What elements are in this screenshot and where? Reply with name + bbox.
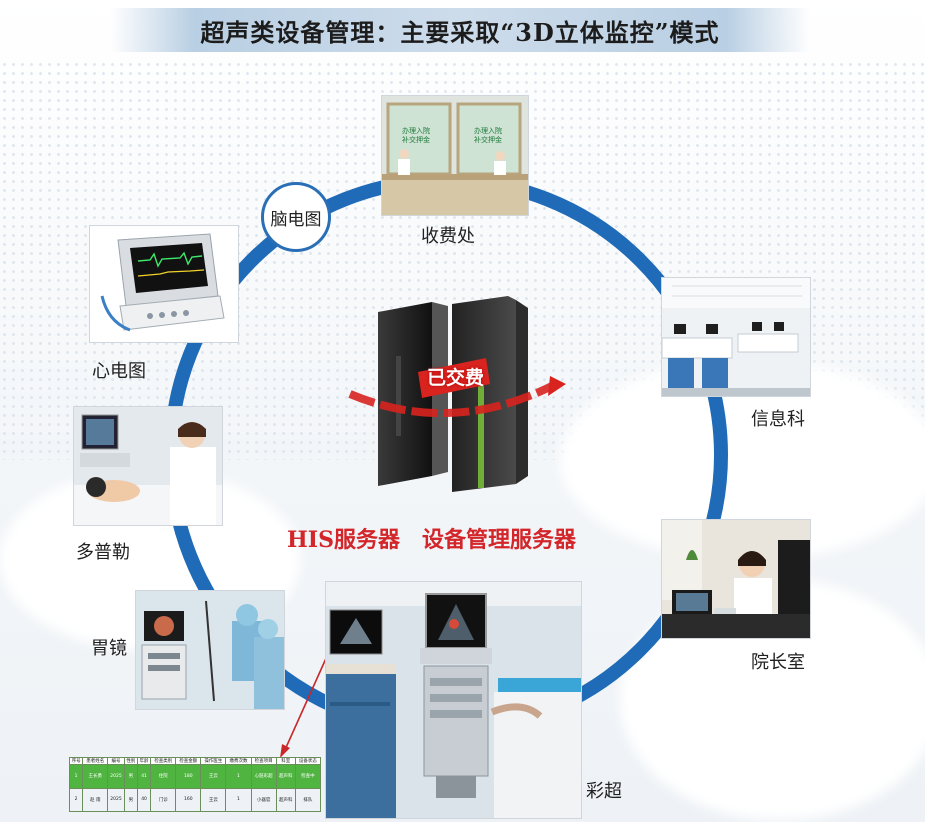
table-header-cell: 检查金额 [175,757,202,765]
label-doppler: 多普勒 [76,542,130,563]
table-header-cell: 科室 [275,757,296,765]
ecg-monitor-illustration [90,226,238,342]
label-it-dept: 信息科 [751,409,805,430]
table-header-cell: 检查类别 [150,757,177,765]
table-cell: 小器官 [250,787,277,812]
table-cell: 超声科 [275,787,296,812]
paid-tag-shape [418,358,490,398]
photo-color-ultrasound [326,582,581,818]
table-header-cell: 编号 [107,757,125,765]
table-header-cell: 操作医生 [200,757,227,765]
table-cell: 王云 [200,764,227,789]
photo-billing-office: 办理入院 补交押金 办理入院 补交押金 [382,96,528,215]
paid-status-label: 已交费 [427,367,485,389]
flow-arrow-head-icon [548,376,566,396]
table-cell: 180 [175,764,202,789]
table-cell: 41 [136,764,152,789]
table-header-cell: 序号 [68,757,84,765]
server-cabinets-graphic [348,296,566,492]
table-header-cell: 患者姓名 [82,757,109,765]
title-banner: 超声类设备管理：主要采取“3D立体监控”模式 [110,8,810,52]
table-cell: 门诊 [150,787,177,812]
label-gastroscope: 胃镜 [91,638,127,659]
label-ecg: 心电图 [92,361,146,382]
photo-ecg-monitor [90,226,238,342]
table-header-cell: 性别 [123,757,138,765]
table-header-row: 序号 患者姓名 编号 性别 年龄 检查类别 检查金额 操作医生 缴费次数 检查项… [68,757,322,765]
billing-office-illustration [382,96,528,215]
it-dept-illustration [662,278,810,396]
table-header-cell: 设备状态 [294,757,322,765]
table-header-cell: 检查项目 [250,757,277,765]
table-cell: 心脏彩超 [250,764,277,789]
servers-caption: HIS服务器 设备管理服务器 [287,527,576,553]
label-billing: 收费处 [421,226,475,247]
table-header-cell: 年龄 [136,757,152,765]
table-cell: 1 [225,787,252,812]
table-cell: 排队 [294,787,322,812]
gastroscope-illustration [136,591,284,709]
table-cell: 160 [175,787,202,812]
billing-sign-4: 补交押金 [474,136,502,144]
link-arrow [283,644,333,753]
table-cell: 王云 [200,787,227,812]
table-cell: 男 [123,764,138,789]
data-flow-arrow [348,382,554,418]
arrow-head-icon [280,744,290,758]
table-cell: 1 [225,764,252,789]
label-eeg: 脑电图 [270,209,322,230]
server-status-light [478,372,484,488]
page-title: 超声类设备管理：主要采取“3D立体监控”模式 [200,17,720,47]
table-header-cell: 缴费次数 [225,757,252,765]
table-cell: 王长勇 [82,764,109,789]
table-cell: 40 [136,787,152,812]
photo-it-dept [662,278,810,396]
label-color-ultrasound: 彩超 [586,781,622,802]
table-cell: 超声科 [275,764,296,789]
table-cell: 男 [123,787,138,812]
photo-director-office [662,520,810,638]
table-cell: 1 [68,764,84,789]
color-ultrasound-illustration [326,582,581,818]
table-cell: 检查中 [294,764,322,789]
photo-doppler [74,407,222,525]
table-cell: 2025 [107,787,125,812]
server-cabinet-left [378,302,432,486]
label-director-office: 院长室 [751,652,805,673]
table-row: 1 王长勇 2025 男 41 住院 180 王云 1 心脏彩超 超声科 检查中 [68,764,322,789]
billing-sign-3: 办理入院 [474,127,502,135]
table-cell: 赵 雨 [82,787,109,812]
director-office-illustration [662,520,810,638]
table-cell: 2 [68,787,84,812]
billing-sign-1: 办理入院 [402,127,430,135]
billing-sign-2: 补交押金 [402,136,430,144]
doppler-illustration [74,407,222,525]
patient-table: 序号 患者姓名 编号 性别 年龄 检查类别 检查金额 操作医生 缴费次数 检查项… [68,757,322,812]
table-row: 2 赵 雨 2025 男 40 门诊 160 王云 1 小器官 超声科 排队 [68,787,322,812]
table-cell: 2025 [107,764,125,789]
photo-gastroscope [136,591,284,709]
node-eeg: 脑电图 [261,182,331,252]
table-cell: 住院 [150,764,177,789]
